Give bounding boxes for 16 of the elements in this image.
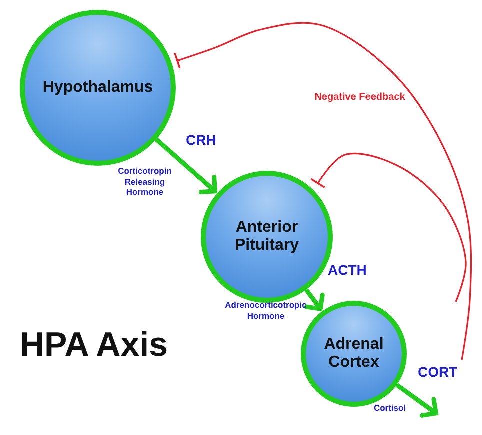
annotation-text: Adrenocorticotropic Hormone (224, 300, 308, 322)
node-label: Hypothalamus (42, 78, 154, 98)
title: HPA Axis (20, 326, 168, 365)
node-label: Anterior Pituitary (234, 218, 300, 256)
inhibition-line (310, 152, 467, 302)
node-label: Adrenal Cortex (323, 336, 385, 372)
annotation-text: Negative Feedback (314, 92, 406, 104)
annotation-text: Corticotropin Releasing Hormone (117, 166, 173, 198)
edge-label: CRH (186, 132, 216, 148)
edge-label: CORT (418, 364, 458, 380)
edge-label: ACTH (328, 262, 367, 278)
arrow (155, 138, 218, 194)
annotation-text: Cortisol (372, 403, 408, 414)
arrow (304, 288, 325, 312)
arrow (396, 383, 438, 418)
inhibition-line (174, 22, 472, 360)
